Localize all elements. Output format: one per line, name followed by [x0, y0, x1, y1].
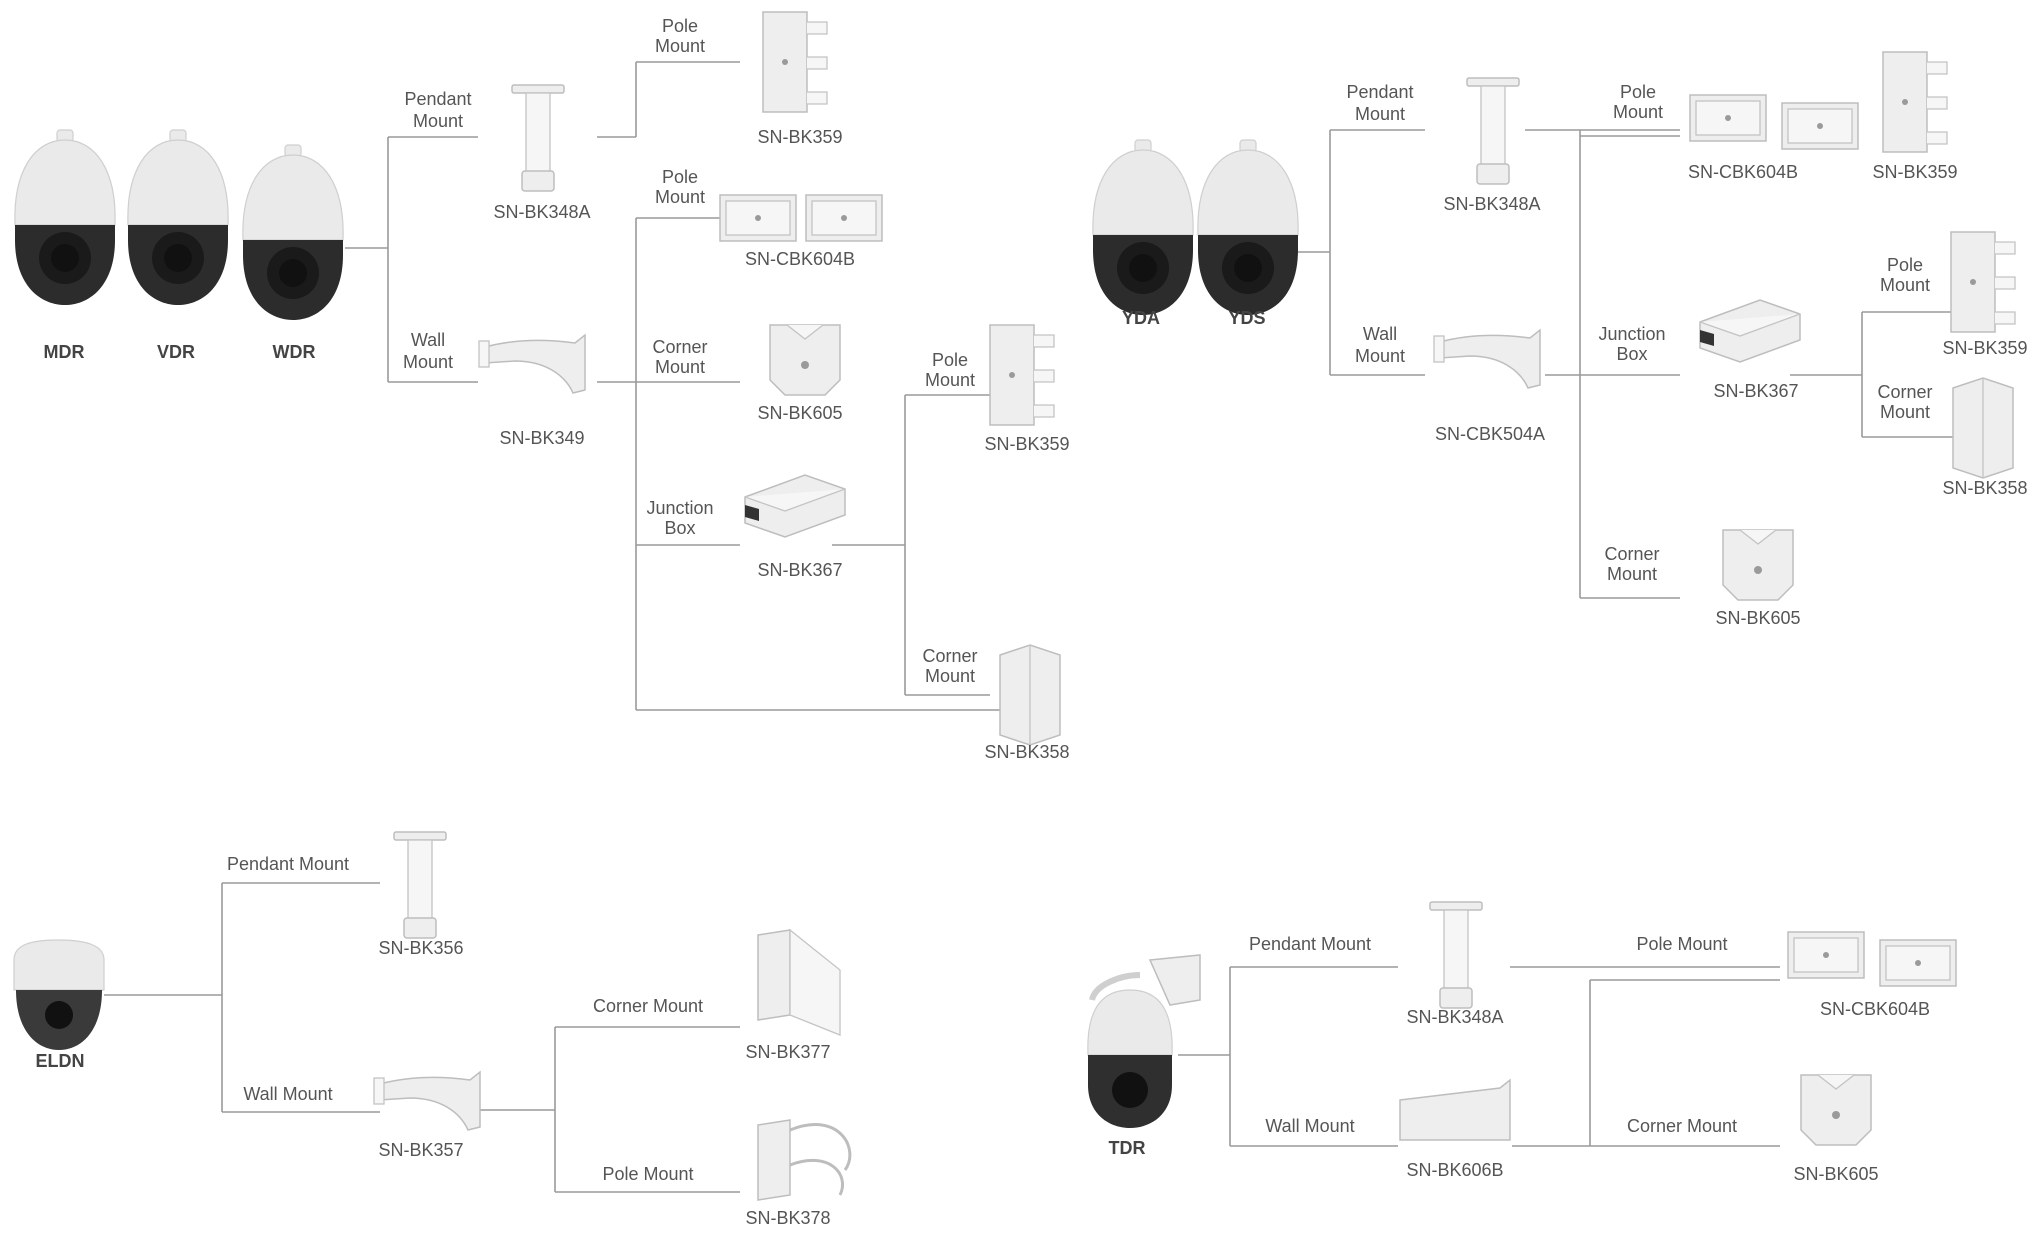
- wall-mount-bk606b-image: [1400, 1080, 1510, 1140]
- part-label-corner-eldn: SN-BK377: [745, 1042, 830, 1062]
- corner-plate-image: [770, 325, 840, 395]
- part-label-pole-tdr: SN-CBK604B: [1820, 999, 1930, 1019]
- junction-box-image-yd-a: [1690, 95, 1766, 141]
- wall-mount-image-eldn: [374, 1072, 480, 1130]
- junction-box-image-a: [720, 195, 796, 241]
- part-label-pole3: SN-BK359: [984, 434, 1069, 454]
- pole-bracket-image: [763, 12, 827, 112]
- part-label-pole2: SN-CBK604B: [745, 249, 855, 269]
- camera-label-tdr: TDR: [1109, 1138, 1146, 1158]
- part-label-wall-eldn: SN-BK357: [378, 1140, 463, 1160]
- camera-yda-image: [1093, 140, 1193, 315]
- part-label-pole-eldn: SN-BK378: [745, 1208, 830, 1228]
- wall-mount-image: [479, 335, 585, 393]
- pole-bracket-image-yd: [1883, 52, 1947, 152]
- part-label-corner2-yd: SN-BK605: [1715, 608, 1800, 628]
- camera-eldn-image: [14, 940, 104, 1050]
- part-label-pole-cbk-yd: SN-CBK604B: [1688, 162, 1798, 182]
- pendant-line2: Mount: [413, 111, 463, 131]
- pole-bracket-image-2: [990, 325, 1054, 425]
- part-label-pole-bk-yd: SN-BK359: [1872, 162, 1957, 182]
- mount-label-corner-eldn: Corner Mount: [593, 996, 703, 1016]
- part-label-wall: SN-BK349: [499, 428, 584, 448]
- pendant-mount-image-tdr: [1430, 902, 1482, 1008]
- mount-label-pole-tdr: Pole Mount: [1636, 934, 1727, 954]
- corner-plate-image-yd: [1723, 530, 1793, 600]
- junction-box-image-yd-b: [1782, 103, 1858, 149]
- camera-vdr-image: [128, 130, 228, 305]
- mount-label-wall-tdr: Wall Mount: [1265, 1116, 1354, 1136]
- junction-box-image-tdr-b: [1880, 940, 1956, 986]
- part-label-pole2-yd: SN-BK359: [1942, 338, 2027, 358]
- camera-yds-image: [1198, 140, 1298, 315]
- pendant-mount-image-eldn: [394, 832, 446, 938]
- camera-label-mdr: MDR: [44, 342, 85, 362]
- part-label-corner2: SN-BK358: [984, 742, 1069, 762]
- camera-label-wdr: WDR: [273, 342, 316, 362]
- camera-tdr-image: [1088, 955, 1200, 1128]
- camera-label-yds: YDS: [1228, 308, 1265, 328]
- part-label-pendant-eldn: SN-BK356: [378, 938, 463, 958]
- part-label-pendant-tdr: SN-BK348A: [1406, 1007, 1503, 1027]
- group-eldn: ELDN Pendant Mount Wall Mount SN-BK356 S…: [14, 832, 850, 1228]
- junction-box-image-b: [806, 195, 882, 241]
- camera-label-eldn: ELDN: [36, 1051, 85, 1071]
- pole-bracket-image-yd-2: [1951, 232, 2015, 332]
- part-label-corner-tdr: SN-BK605: [1793, 1164, 1878, 1184]
- mount-label-pendant-eldn: Pendant Mount: [227, 854, 349, 874]
- pendant-mount-image: [512, 85, 564, 191]
- mount-label-pendant-tdr: Pendant Mount: [1249, 934, 1371, 954]
- corner-plate-image-tdr: [1801, 1075, 1871, 1145]
- corner-mount-bk377-image: [758, 930, 840, 1035]
- pendant-line: Pendant: [404, 89, 471, 109]
- pole-mount-bk378-image: [758, 1120, 850, 1200]
- part-label-wall-yd: SN-CBK504A: [1435, 424, 1545, 444]
- part-label-corner-yd: SN-BK358: [1942, 478, 2027, 498]
- junction-box-bk367-image-yd: [1700, 300, 1800, 362]
- mount-label-pole-eldn: Pole Mount: [602, 1164, 693, 1184]
- mount-label-corner-tdr: Corner Mount: [1627, 1116, 1737, 1136]
- group-tdr: TDR Pendant Mount Wall Mount SN-BK348A S…: [1088, 902, 1956, 1184]
- part-label-wall-tdr: SN-BK606B: [1406, 1160, 1503, 1180]
- junction-box-bk367-image: [745, 475, 845, 537]
- camera-wdr-image: [243, 145, 343, 320]
- mount-label-wall-eldn: Wall Mount: [243, 1084, 332, 1104]
- pendant-mount-image-yd: [1467, 78, 1519, 184]
- part-label-pendant: SN-BK348A: [493, 202, 590, 222]
- part-label-junction: SN-BK367: [757, 560, 842, 580]
- wall-mount-image-yd: [1434, 330, 1540, 388]
- corner-mount-bk358-image: [1000, 645, 1060, 745]
- camera-label-yda: YDA: [1122, 308, 1160, 328]
- camera-label-vdr: VDR: [157, 342, 195, 362]
- camera-mdr-image: [15, 130, 115, 305]
- part-label-pendant-yd: SN-BK348A: [1443, 194, 1540, 214]
- corner-mount-bk358-image-yd: [1953, 378, 2013, 478]
- part-label-junction-yd: SN-BK367: [1713, 381, 1798, 401]
- junction-box-image-tdr-a: [1788, 932, 1864, 978]
- part-label-corner1: SN-BK605: [757, 403, 842, 423]
- part-label-pole1: SN-BK359: [757, 127, 842, 147]
